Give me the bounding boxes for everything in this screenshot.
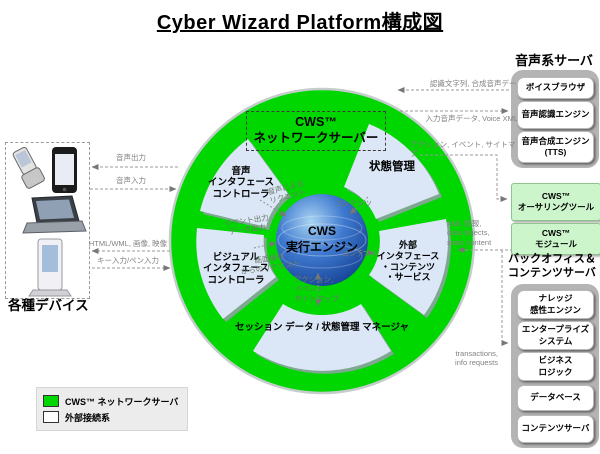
line-action-event-sitemap — [420, 154, 508, 202]
page-title: Cyber Wizard Platform構成図 — [156, 12, 444, 34]
segment-session-data-manager — [253, 304, 391, 371]
box-cws-module: CWS™ モジュール — [511, 223, 600, 255]
box-speech-recognition: 音声認識エンジン — [517, 101, 594, 129]
legend-label-external: 外部接続系 — [65, 412, 111, 423]
legend-row-network-server: CWS™ ネットワークサーバ — [43, 393, 181, 409]
devices-caption: 各種デバイス — [8, 298, 89, 313]
flow-voice-output-label: 音声出力 — [116, 153, 146, 162]
devices-panel — [5, 142, 90, 299]
legend-label-network-server: CWS™ ネットワークサーバ — [65, 396, 179, 407]
flow-recognized-label: 認識文字列, 合成音声データ — [429, 79, 524, 88]
flow-voice-data-label: 入力音声データ, Voice XML — [425, 114, 518, 123]
note-contents-right: コンテンツ — [341, 249, 379, 258]
cws-network-server-label: CWS™ ネットワークサーバー — [246, 111, 386, 151]
device-images — [12, 146, 87, 297]
box-content-server: コンテンツサーバ — [517, 415, 594, 443]
laptop-icon — [22, 195, 87, 234]
note-action-stack: アクション, イベント, サイトマップ — [294, 275, 339, 303]
legend-swatch-white — [43, 411, 59, 423]
box-business-logic: ビジネス ロジック — [517, 352, 594, 381]
voice-servers-heading: 音声系サーバ — [515, 53, 593, 68]
flow-xml-info-label: XML 情報, data objects, static content — [447, 219, 492, 247]
box-speech-synthesis-tts: 音声合成エンジン (TTS) — [517, 131, 594, 163]
box-voice-browser: ボイスブラウザ — [517, 77, 594, 99]
flip-phone-icon — [12, 146, 45, 189]
segment-voice-label: 音声 インタフェース コントローラ — [207, 166, 275, 200]
legend-row-external: 外部接続系 — [43, 409, 181, 425]
arrow-inner-state-core — [349, 196, 369, 215]
legend: CWS™ ネットワークサーバ 外部接続系 — [36, 387, 188, 431]
flow-voice-input-label: 音声入力 — [116, 176, 146, 185]
cws-execution-engine-label: CWS 実行エンジン — [285, 224, 358, 254]
legend-swatch-green — [43, 395, 59, 407]
arrow-inner-voice-core — [259, 199, 287, 217]
segment-external-interface — [369, 219, 448, 315]
box-cws-authoring-tool: CWS™ オーサリングツール — [511, 183, 600, 221]
box-database: データベース — [517, 385, 594, 411]
flow-transactions-label: transactions, info requests — [455, 349, 498, 368]
flow-action-line-label: アクション, イベント, サイトマップ — [410, 140, 523, 159]
backoffice-heading: バックオフィス＆ コンテンツサーバ — [508, 253, 596, 279]
segment-state-management — [344, 124, 439, 219]
execution-engine-globe — [276, 194, 368, 286]
segment-visual-label: ビジュアル インタフェース コントローラ — [202, 252, 270, 286]
segment-session-label: セッション データ / 状態管理 マネージャ — [234, 322, 410, 333]
segment-external-label: 外部 インタフェース ・コンテンツ ・サービス — [376, 240, 440, 283]
smartphone-icon — [52, 147, 77, 193]
segment-state-label: 状態管理 — [369, 161, 415, 173]
box-enterprise-system: エンタープライズ システム — [517, 321, 594, 350]
note-contents-top: コンテンツ — [334, 199, 372, 208]
segment-voice-interface-controller — [200, 139, 288, 227]
flow-key-pen-label: キー入力/ペン入力 — [96, 256, 160, 265]
box-knowledge-engine: ナレッジ 感性エンジン — [517, 290, 594, 319]
flow-html-media-label: HTML/WML, 画像, 映像 — [88, 239, 168, 248]
segment-visual-interface-controller — [196, 228, 276, 319]
kiosk-icon — [28, 238, 72, 297]
